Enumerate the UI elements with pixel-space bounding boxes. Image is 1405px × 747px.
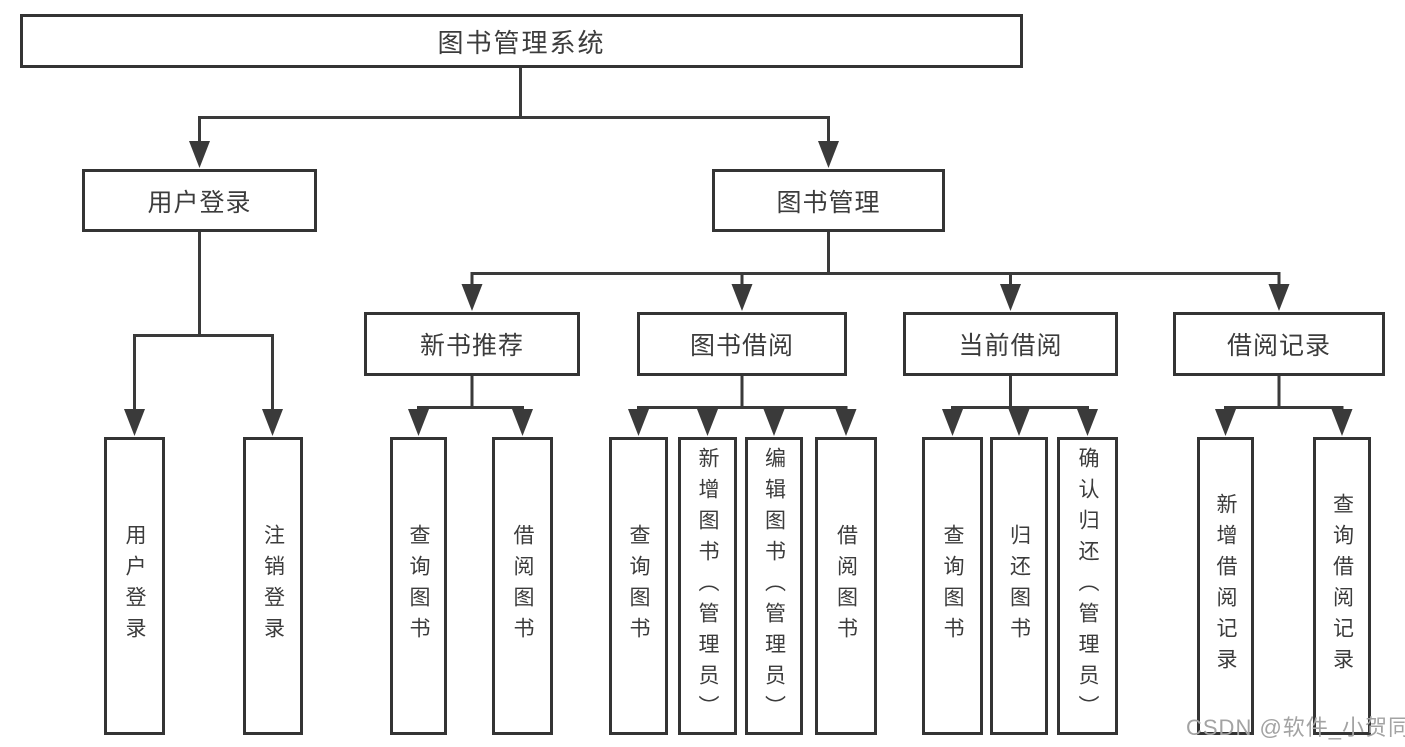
leaf-bb-add-book-admin: 新增图书（管理员） — [678, 437, 737, 735]
node-label: 新增借阅记录 — [1214, 493, 1237, 679]
node-label: 注销登录 — [261, 524, 285, 648]
node-label: 编辑图书（管理员） — [762, 446, 786, 726]
node-label: 当前借阅 — [958, 332, 1063, 360]
node-label: 查询图书 — [627, 524, 650, 648]
node-label: 用户登录 — [123, 524, 146, 648]
leaf-user-login: 用户登录 — [104, 437, 165, 735]
node-current-borrow: 当前借阅 — [903, 312, 1118, 376]
leaf-nbr-borrow-book: 借阅图书 — [492, 437, 553, 735]
node-label: 图书管理 — [776, 188, 881, 217]
node-label: 新书推荐 — [419, 332, 524, 360]
leaf-bb-query-book: 查询图书 — [609, 437, 668, 735]
node-book-management: 图书管理 — [712, 169, 945, 232]
leaf-cb-return-book: 归还图书 — [990, 437, 1048, 735]
node-label: 查询图书 — [941, 524, 964, 648]
node-label: 借阅图书 — [834, 524, 858, 648]
leaf-bb-edit-book-admin: 编辑图书（管理员） — [745, 437, 803, 735]
leaf-br-add-record: 新增借阅记录 — [1197, 437, 1254, 735]
node-borrow-record: 借阅记录 — [1173, 312, 1385, 376]
leaf-br-query-record: 查询借阅记录 — [1313, 437, 1371, 735]
node-label: 查询图书 — [407, 524, 430, 648]
leaf-nbr-query-book: 查询图书 — [390, 437, 447, 735]
node-label: 图书管理系统 — [437, 27, 606, 58]
leaf-cb-confirm-return-admin: 确认归还（管理员） — [1057, 437, 1118, 735]
node-book-borrow: 图书借阅 — [637, 312, 847, 376]
node-label: 图书借阅 — [689, 332, 794, 360]
node-user-login: 用户登录 — [82, 169, 317, 232]
node-label: 查询借阅记录 — [1330, 493, 1354, 679]
csdn-watermark: CSDN @软件_小贺同学 — [1186, 715, 1405, 740]
node-label: 借阅记录 — [1226, 332, 1331, 360]
leaf-bb-borrow-book: 借阅图书 — [815, 437, 877, 735]
leaf-cb-query-book: 查询图书 — [922, 437, 983, 735]
node-label: 归还图书 — [1007, 524, 1031, 648]
node-label: 确认归还（管理员） — [1076, 446, 1099, 726]
node-label: 用户登录 — [147, 188, 252, 217]
node-new-book-recommend: 新书推荐 — [364, 312, 580, 376]
node-root-system: 图书管理系统 — [20, 14, 1023, 68]
node-label: 新增图书（管理员） — [696, 446, 719, 726]
leaf-logout: 注销登录 — [243, 437, 303, 735]
node-label: 借阅图书 — [511, 524, 534, 648]
